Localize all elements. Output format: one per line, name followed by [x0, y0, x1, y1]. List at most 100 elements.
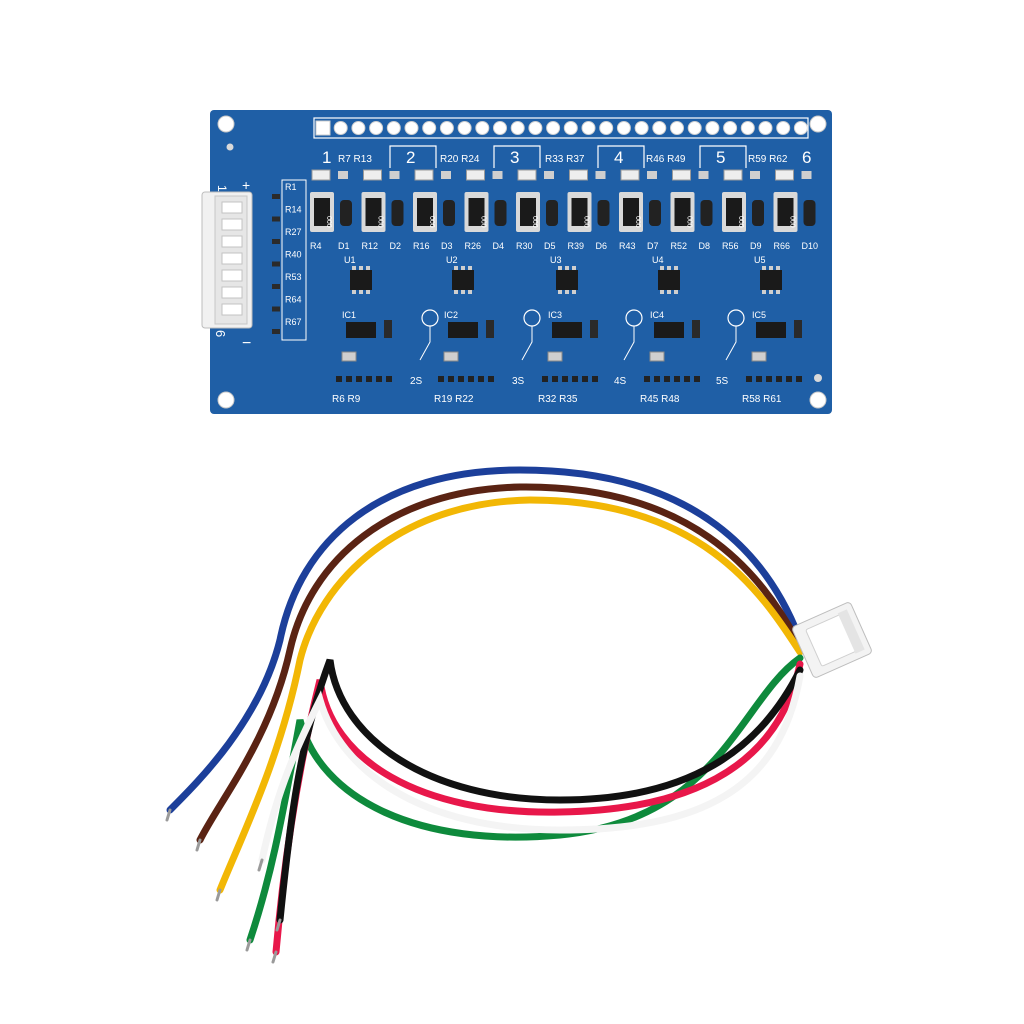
- ic-pin: [667, 266, 671, 270]
- diode-icon: [597, 200, 610, 226]
- ic-pin: [762, 266, 766, 270]
- power-resistor-icon: [674, 198, 691, 226]
- smd-part: [478, 376, 484, 382]
- ref-label: D3: [441, 241, 453, 251]
- harness-connector: [792, 602, 872, 678]
- ref-label: R40: [285, 250, 302, 260]
- pad-icon: [439, 121, 454, 135]
- ref-label: R66: [774, 241, 791, 251]
- ic-pin: [762, 290, 766, 294]
- smd-part: [592, 376, 598, 382]
- wire-strand: [276, 658, 804, 924]
- smd-cap: [794, 320, 802, 338]
- side-label-six: 6: [213, 330, 228, 337]
- power-resistor-icon: [365, 198, 382, 226]
- connector-slot: [221, 269, 243, 282]
- pad-icon: [652, 121, 667, 135]
- connector-slot: [221, 303, 243, 316]
- ref-label: R6 R9: [332, 394, 361, 405]
- channel-number: 3: [510, 148, 519, 167]
- power-resistor-icon: [417, 198, 433, 226]
- power-resistor-icon: [726, 198, 742, 226]
- ic-pin: [565, 266, 569, 270]
- via-icon: [814, 374, 822, 382]
- ref-label: R7 R13: [338, 154, 372, 165]
- ref-label: R30: [516, 241, 533, 251]
- pad-icon: [386, 121, 401, 135]
- pad-icon: [404, 121, 419, 135]
- pad-icon: [670, 121, 684, 135]
- diode-icon: [391, 200, 404, 226]
- ref-label: U3: [550, 255, 562, 265]
- channel-bracket: [699, 145, 747, 168]
- wire-tip-icon: [257, 858, 264, 872]
- smd-part: [654, 376, 660, 382]
- ic-pin: [359, 266, 363, 270]
- ic-pin: [558, 266, 562, 270]
- ref-label: D4: [493, 241, 505, 251]
- smd-cap: [384, 320, 392, 338]
- smd-part: [664, 376, 670, 382]
- ref-label: R12: [362, 241, 379, 251]
- led-icon: [723, 169, 743, 181]
- ic-label: IC2: [444, 310, 458, 320]
- smd-part: [756, 376, 762, 382]
- pad-icon: [599, 121, 614, 135]
- diode-icon: [494, 200, 507, 226]
- ic-pin: [352, 290, 356, 294]
- smd-pad: [492, 171, 503, 179]
- ic-label: IC3: [548, 310, 562, 320]
- ic-chip-icon: [654, 322, 684, 338]
- wire-tip-icon: [245, 938, 252, 952]
- resistor-value: 000: [789, 216, 796, 228]
- pad-icon: [634, 121, 649, 135]
- ic-pin: [674, 290, 678, 294]
- power-resistor-icon: [777, 198, 794, 226]
- ic-chip-icon: [760, 270, 782, 290]
- ref-label: D7: [647, 241, 659, 251]
- ref-label: R59 R62: [748, 154, 788, 165]
- header-pad-row: [313, 117, 809, 139]
- channel-number: 1: [322, 148, 331, 167]
- smd-part: [796, 376, 802, 382]
- connector-slot: [221, 201, 243, 214]
- ic-pin: [565, 290, 569, 294]
- ic-pin: [572, 290, 576, 294]
- smd-cap: [272, 216, 280, 222]
- cell-label: 4S: [614, 376, 627, 387]
- smd-pad: [750, 171, 760, 179]
- resistor-value: 000: [583, 216, 590, 228]
- smd-part: [366, 376, 372, 382]
- ref-label: R26: [465, 241, 482, 251]
- mounting-hole-icon: [217, 115, 235, 133]
- ic-pin: [366, 290, 370, 294]
- smd-part: [674, 376, 680, 382]
- ic-pin: [558, 290, 562, 294]
- smd-part: [448, 376, 454, 382]
- left-ref-strip: [281, 179, 307, 341]
- ic-pin: [572, 266, 576, 270]
- pad-icon: [705, 121, 720, 135]
- channel-bracket: [389, 145, 437, 168]
- wire-tip-icon: [271, 950, 278, 964]
- power-resistor-icon: [623, 198, 639, 226]
- wire-tip-icon: [275, 918, 282, 932]
- ic-pin: [769, 290, 773, 294]
- diode-icon: [443, 200, 455, 226]
- pad-icon: [475, 121, 490, 135]
- pad-icon: [740, 121, 755, 135]
- power-resistor-icon: [520, 198, 536, 226]
- resistor-value: 000: [377, 216, 384, 228]
- diode-icon: [340, 200, 352, 226]
- led-icon: [775, 169, 794, 181]
- pcb-substrate: [210, 110, 832, 414]
- connector-slot: [221, 218, 243, 231]
- pad-icon: [369, 121, 384, 135]
- ic-pin: [776, 290, 780, 294]
- ref-label: D2: [390, 241, 402, 251]
- ref-label: R1: [285, 182, 297, 192]
- ic-chip-icon: [556, 270, 578, 290]
- smd-cap: [272, 261, 280, 267]
